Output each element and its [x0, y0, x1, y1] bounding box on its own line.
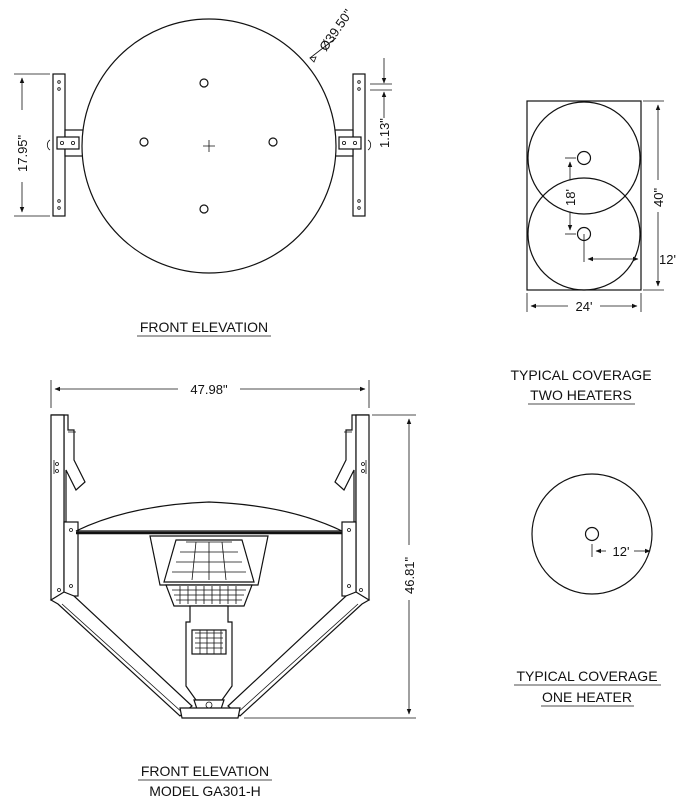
mount-hole [199, 204, 209, 214]
mount-hole [268, 137, 278, 147]
model-view-title: FRONT ELEVATION [141, 763, 269, 779]
center-mark [203, 140, 215, 152]
height-label: 17.95" [15, 134, 30, 172]
height-dimension: 17.95" [14, 73, 50, 217]
left-mount-bracket [46, 73, 84, 217]
reflector-hood [75, 501, 343, 535]
coverage-circle-upper [527, 101, 641, 215]
coverage-circle-lower [527, 177, 641, 291]
mount-hole [139, 137, 149, 147]
heater-dot [576, 150, 592, 166]
offset-dimension: 1.13" [370, 58, 392, 148]
radius-label: 12' [613, 544, 630, 559]
model-name: MODEL GA301-H [149, 783, 261, 799]
one-heater-title-line1: TYPICAL COVERAGE [516, 668, 657, 684]
mount-hole [199, 78, 209, 88]
right-mount-bracket [334, 73, 372, 217]
right-arm [227, 414, 371, 717]
coverage-two-heaters: 18' 40" 12' 24' TYPICAL COVERAGE TWO HEA… [510, 100, 676, 405]
heater-dot [584, 526, 600, 542]
burner-housing [149, 535, 269, 607]
front-elevation-model-view: 47.98" [49, 380, 417, 799]
top-view-title: FRONT ELEVATION [140, 319, 268, 335]
model-height-label: 46.81" [402, 556, 417, 594]
width-dimension: 47.98" [50, 380, 370, 408]
two-heaters-title-line2: TWO HEATERS [530, 387, 632, 403]
control-post [179, 605, 241, 719]
left-arm [49, 414, 193, 717]
spacing-label: 18' [563, 189, 578, 206]
diameter-label: Ø39.50" [316, 6, 356, 54]
one-heater-title-line2: ONE HEATER [542, 689, 632, 705]
radius-label: 12' [659, 252, 676, 267]
diameter-leader [309, 37, 337, 59]
two-heaters-title-line1: TYPICAL COVERAGE [510, 367, 651, 383]
coverage-one-heater: 12' TYPICAL COVERAGE ONE HEATER [514, 473, 661, 707]
model-height-dimension: 46.81" [244, 414, 417, 719]
width-label: 24' [576, 299, 593, 314]
length-label: 40" [651, 188, 666, 207]
width-label: 47.98" [190, 382, 228, 397]
offset-label: 1.13" [377, 118, 392, 148]
coverage-circle [531, 473, 653, 595]
front-elevation-top-view: Ø39.50" 17.95" 1.13" FRONT ELEVATION [14, 6, 392, 337]
